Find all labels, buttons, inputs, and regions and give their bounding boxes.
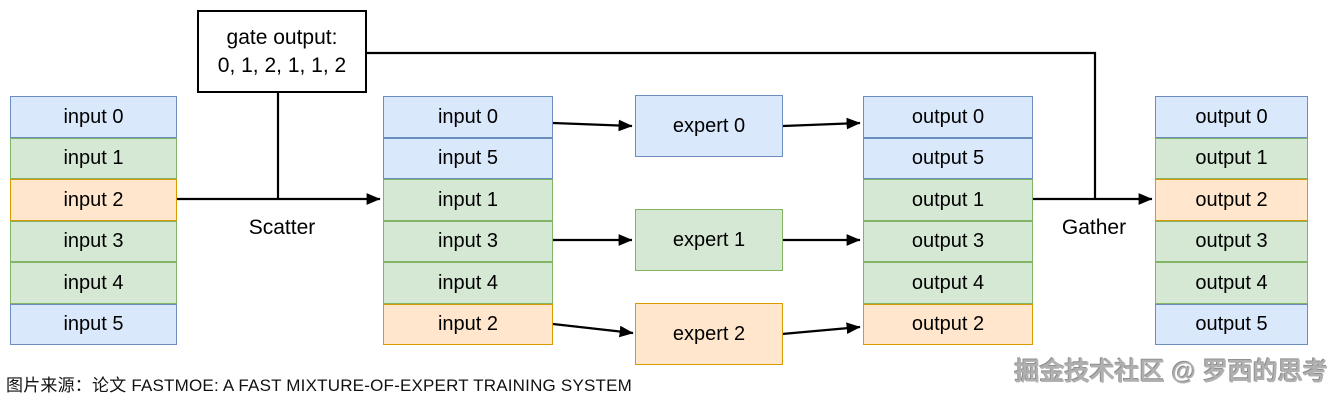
input-box-1: input 1 (10, 137, 177, 179)
input-box-5: input 5 (10, 303, 177, 345)
expert-2-box: expert 2 (635, 303, 783, 365)
expert-output-box-5: output 2 (863, 303, 1033, 345)
expert-1-box: expert 1 (635, 209, 783, 271)
scattered-box-3: input 3 (383, 220, 553, 262)
expert-output-box-1: output 5 (863, 137, 1033, 179)
expert-output-box-3: output 3 (863, 220, 1033, 262)
scattered-box-0: input 0 (383, 96, 553, 138)
outputs-column: output 0 output 1 output 2 output 3 outp… (1155, 96, 1308, 345)
input-box-4: input 4 (10, 262, 177, 304)
scattered-inputs-column: input 0 input 5 input 1 input 3 input 4 … (383, 96, 553, 345)
scattered-box-2: input 1 (383, 179, 553, 221)
expert-outputs-column: output 0 output 5 output 1 output 3 outp… (863, 96, 1033, 345)
output-box-0: output 0 (1155, 96, 1308, 138)
gate-output-values: 0, 1, 2, 1, 1, 2 (217, 53, 347, 77)
input-box-3: input 3 (10, 220, 177, 262)
watermark: 掘金技术社区 @ 罗西的思考 (1014, 358, 1328, 386)
scattered-box-5: input 2 (383, 303, 553, 345)
scattered-to-expert0-arrow (552, 119, 633, 132)
gate-output-box: gate output: 0, 1, 2, 1, 1, 2 (197, 10, 367, 93)
output-box-2: output 2 (1155, 179, 1308, 221)
expert2-to-output-arrow (781, 322, 861, 336)
scattered-box-4: input 4 (383, 262, 553, 304)
expert-output-box-0: output 0 (863, 96, 1033, 138)
output-box-3: output 3 (1155, 220, 1308, 262)
gather-label: Gather (1061, 216, 1127, 239)
expert-output-box-4: output 4 (863, 262, 1033, 304)
input-box-2: input 2 (10, 179, 177, 221)
output-box-4: output 4 (1155, 262, 1308, 304)
inputs-column: input 0 input 1 input 2 input 3 input 4 … (10, 96, 177, 345)
expert-0-box: expert 0 (635, 95, 783, 157)
scatter-label: Scatter (248, 216, 316, 239)
gate-to-gather-line (367, 51, 1097, 198)
output-box-1: output 1 (1155, 137, 1308, 179)
scattered-box-1: input 5 (383, 137, 553, 179)
scattered-to-expert2-arrow (552, 322, 634, 338)
gate-output-title: gate output: (226, 25, 338, 49)
output-box-5: output 5 (1155, 303, 1308, 345)
input-box-0: input 0 (10, 96, 177, 138)
expert0-to-output-arrow (782, 117, 861, 130)
image-source-caption: 图片来源：论文 FASTMOE: A FAST MIXTURE-OF-EXPER… (6, 376, 633, 395)
expert-output-box-2: output 1 (863, 179, 1033, 221)
